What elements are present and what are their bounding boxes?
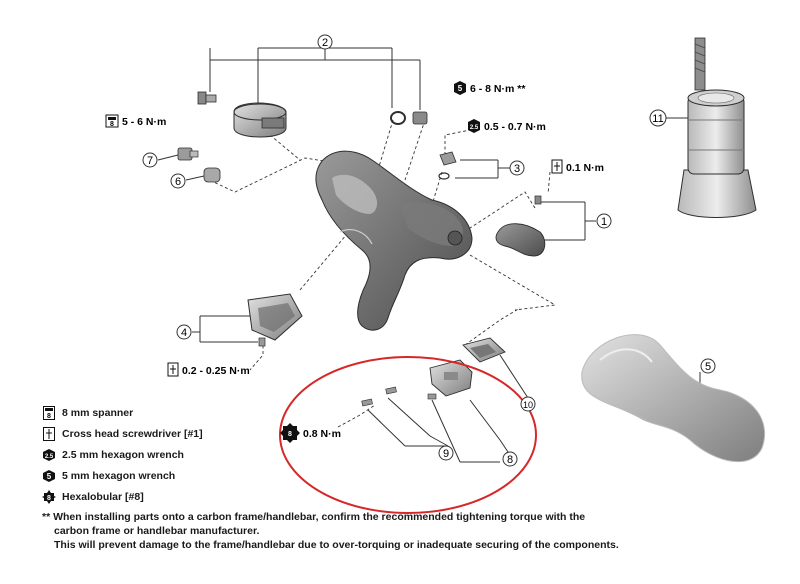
callout-9: 9 <box>438 445 454 461</box>
callout-6: 6 <box>170 173 186 189</box>
part-11-tool <box>677 37 757 218</box>
screwdriver-icon <box>42 426 56 441</box>
part-7-bolt <box>177 147 199 161</box>
leader-lines <box>157 47 701 463</box>
legend-label: 8 mm spanner <box>62 406 134 419</box>
torque-labels: 5 6 - 8 N·m ** 8 5 - 6 N·m 2.5 0.5 - 0.7… <box>105 81 604 443</box>
part-1-button <box>495 195 546 257</box>
part-9-screws <box>361 386 437 407</box>
callout-2: 2 <box>317 34 333 50</box>
svg-text:4: 4 <box>181 327 187 339</box>
callout-4: 4 <box>176 324 192 340</box>
legend-label: 2.5 mm hexagon wrench <box>62 448 184 461</box>
callout-10: 10 <box>520 396 536 412</box>
callout-7: 7 <box>142 152 158 168</box>
svg-text:5: 5 <box>458 84 463 93</box>
clamp-washer-nut <box>390 111 428 125</box>
svg-text:5 - 6 N·m: 5 - 6 N·m <box>122 116 166 128</box>
torque-01: 0.1 N·m <box>551 159 604 174</box>
svg-text:5: 5 <box>705 361 711 373</box>
tool-legend: 8 8 mm spanner Cross head screwdriver [#… <box>42 402 203 507</box>
svg-text:0.2 - 0.25 N·m: 0.2 - 0.25 N·m <box>182 365 250 377</box>
svg-text:0.8 N·m: 0.8 N·m <box>303 428 341 440</box>
svg-text:10: 10 <box>523 400 533 410</box>
legend-row-screwdriver: Cross head screwdriver [#1] <box>42 423 203 444</box>
spanner-8mm-icon: 8 <box>42 405 56 420</box>
svg-text:6: 6 <box>175 176 181 188</box>
svg-text:8: 8 <box>507 454 513 466</box>
svg-text:8: 8 <box>110 121 114 128</box>
svg-text:1: 1 <box>601 216 607 228</box>
clamp-band <box>233 102 287 138</box>
footnote-line-2: carbon frame or handlebar manufacturer. <box>54 525 260 537</box>
torque-02-025: 0.2 - 0.25 N·m <box>167 362 250 377</box>
shift-lever-body <box>315 150 473 331</box>
part-4-cover <box>247 293 303 347</box>
svg-text:0.5 - 0.7 N·m: 0.5 - 0.7 N·m <box>484 121 546 133</box>
svg-text:8: 8 <box>47 495 51 502</box>
svg-text:2.5: 2.5 <box>470 125 479 131</box>
svg-text:11: 11 <box>652 113 663 125</box>
torque-08: 8 0.8 N·m <box>280 423 341 443</box>
legend-label: Cross head screwdriver [#1] <box>62 427 203 440</box>
hexalobular-icon: 8 <box>42 489 56 504</box>
legend-row-spanner: 8 8 mm spanner <box>42 402 203 423</box>
svg-text:5: 5 <box>47 472 52 481</box>
clamp-bolt <box>197 91 217 105</box>
hex-5-icon: 5 <box>42 469 56 483</box>
legend-row-hex5: 5 5 mm hexagon wrench <box>42 465 203 486</box>
part-5-hood <box>581 334 766 463</box>
svg-text:8: 8 <box>288 431 292 438</box>
torque-05-07: 2.5 0.5 - 0.7 N·m <box>468 119 546 133</box>
part-8-bracket <box>429 359 473 397</box>
footnote-line-1: ** When installing parts onto a carbon f… <box>42 511 586 523</box>
footnote: ** When installing parts onto a carbon f… <box>42 510 742 552</box>
torque-6-8: 5 6 - 8 N·m ** <box>454 81 526 95</box>
svg-text:8: 8 <box>47 413 51 420</box>
svg-text:3: 3 <box>514 163 520 175</box>
footnote-line-3: This will prevent damage to the frame/ha… <box>54 539 619 551</box>
svg-text:2.5: 2.5 <box>45 454 54 460</box>
legend-label: 5 mm hexagon wrench <box>62 469 176 482</box>
hex-5-icon <box>454 81 466 95</box>
callout-5: 5 <box>700 358 716 374</box>
hex-2-5-icon: 2.5 <box>42 448 56 462</box>
part-3-screw <box>438 151 457 180</box>
legend-row-hex25: 2.5 2.5 mm hexagon wrench <box>42 444 203 465</box>
svg-text:7: 7 <box>147 155 153 167</box>
highlight-ellipse <box>279 356 537 514</box>
hexalobular-icon <box>280 423 300 443</box>
svg-text:2: 2 <box>322 37 328 49</box>
svg-text:6 - 8 N·m **: 6 - 8 N·m ** <box>470 83 526 95</box>
assembly-paths <box>204 119 557 428</box>
svg-text:9: 9 <box>443 448 449 460</box>
torque-5-6: 8 5 - 6 N·m <box>105 114 166 128</box>
svg-text:0.1 N·m: 0.1 N·m <box>566 162 604 174</box>
part-6-sleeve <box>203 167 221 183</box>
part-10-bracket <box>462 337 506 363</box>
callout-3: 3 <box>509 160 525 176</box>
callout-11: 11 <box>649 109 667 127</box>
callouts: 2 7 6 3 1 4 9 8 10 11 5 <box>142 34 716 467</box>
callout-1: 1 <box>596 213 612 229</box>
legend-label: Hexalobular [#8] <box>62 490 144 503</box>
callout-8: 8 <box>502 451 518 467</box>
legend-row-hexalobular: 8 Hexalobular [#8] <box>42 486 203 507</box>
hex-2-5-icon <box>468 119 480 133</box>
